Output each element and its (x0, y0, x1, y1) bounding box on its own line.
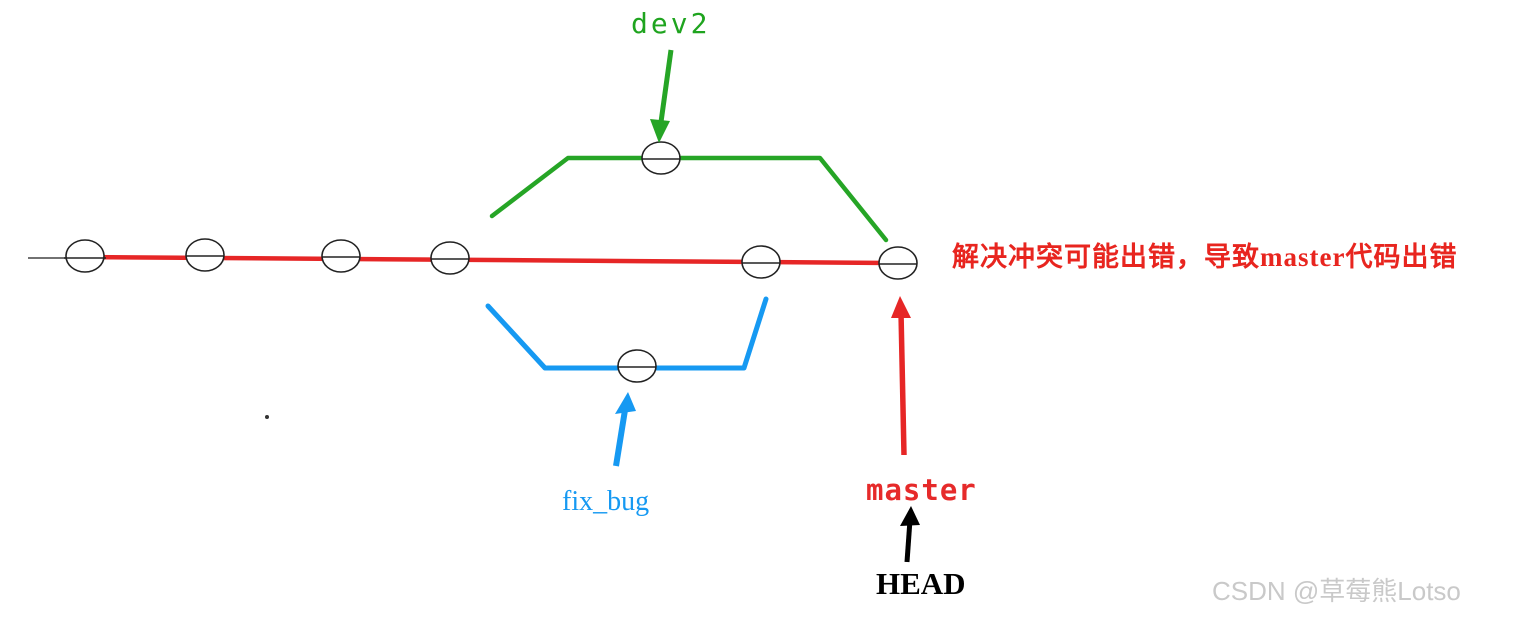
commit-node-5 (741, 245, 781, 279)
commit-node-6-merge (878, 246, 918, 280)
master-arrow (891, 296, 911, 456)
commit-node-fix-bug (617, 349, 657, 383)
branch-label-fix-bug: fix_bug (562, 486, 650, 517)
commit-node-4 (430, 241, 470, 275)
conflict-annotation-text: 解决冲突可能出错，导致master代码出错 (952, 242, 1458, 272)
commit-node-3 (321, 239, 361, 273)
head-arrow (900, 506, 920, 563)
commit-node-2 (185, 238, 225, 272)
commit-node-1 (64, 239, 106, 273)
branch-label-dev2: dev2 (631, 7, 711, 40)
dev2-branch-line (489, 155, 889, 243)
stray-dot (265, 415, 269, 419)
csdn-watermark: CSDN @草莓熊Lotso (1212, 576, 1461, 606)
dev2-arrow (650, 49, 674, 143)
head-label: HEAD (876, 566, 966, 601)
commit-node-dev2 (641, 141, 681, 175)
branch-label-master: master (866, 473, 977, 507)
fix-bug-arrow (613, 392, 636, 467)
